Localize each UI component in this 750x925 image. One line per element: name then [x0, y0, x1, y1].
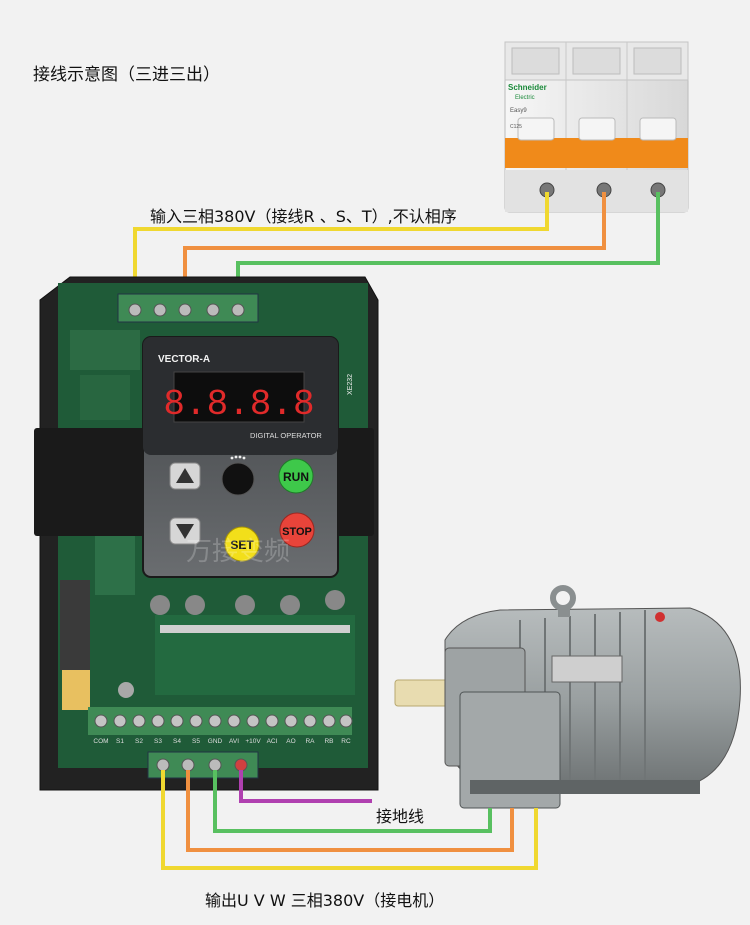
terminal-label: S5 [192, 738, 200, 745]
input-wiring-caption: 输入三相380V（接线R 、S、T）,不认相序 [150, 207, 457, 226]
terminal-label: S2 [135, 738, 143, 745]
terminal-label: COM [93, 738, 108, 745]
terminal-label: RC [341, 738, 351, 745]
terminal-label: AVI [229, 738, 239, 745]
operator-panel: VECTOR-A 8.8.8.8 DIGITAL OPERATOR RUN ST… [142, 336, 339, 578]
ground-wire-caption: 接地线 [376, 807, 425, 826]
up-arrow-icon [176, 468, 194, 483]
ground-wire [239, 770, 372, 803]
terminal-label: S1 [116, 738, 124, 745]
motor-nameplate [551, 655, 623, 683]
set-label: SET [230, 538, 254, 552]
input-wire-r [133, 192, 549, 300]
terminal-label: GND [208, 738, 223, 745]
led-display: 8.8.8.8 [163, 384, 314, 425]
motor [394, 585, 741, 809]
model-label: VECTOR-A [158, 354, 210, 365]
output-wire-u [161, 770, 538, 870]
breaker-brand: Schneider [508, 83, 547, 92]
down-arrow-icon [176, 524, 194, 539]
watermark: 万接变频 [186, 537, 290, 567]
breaker-series: Easy9 [510, 108, 527, 114]
terminal-label: RB [324, 738, 333, 745]
run-label: RUN [283, 470, 309, 484]
terminal-label: S4 [173, 738, 181, 745]
terminal-label: RA [305, 738, 315, 745]
run-button[interactable] [278, 458, 314, 494]
circuit-breaker: Schneider Electric Easy9 C125 [504, 41, 689, 213]
breaker-rating: C125 [510, 124, 522, 130]
speed-knob[interactable] [221, 462, 255, 496]
output-wire-w [213, 770, 492, 833]
set-button[interactable] [224, 526, 260, 562]
diagram-title: 接线示意图（三进三出） [33, 65, 220, 85]
terminal-label: ACI [267, 738, 278, 745]
side-label: XE232 [347, 374, 354, 395]
terminal-label: +10V [245, 738, 261, 745]
output-wiring-caption: 输出U V W 三相380V（接电机） [205, 891, 445, 910]
output-wire-v [186, 770, 514, 852]
terminal-label: AO [286, 738, 295, 745]
terminal-label: S3 [154, 738, 162, 745]
output-wires [161, 770, 538, 870]
stop-button[interactable] [279, 512, 315, 548]
stop-label: STOP [282, 526, 312, 538]
terminal-labels: COM S1 S2 S3 S4 S5 GND AVI +10V ACI AO R… [93, 738, 351, 745]
input-wire-s [183, 192, 606, 300]
breaker-brand-sub: Electric [515, 95, 535, 101]
panel-label: DIGITAL OPERATOR [250, 431, 322, 440]
